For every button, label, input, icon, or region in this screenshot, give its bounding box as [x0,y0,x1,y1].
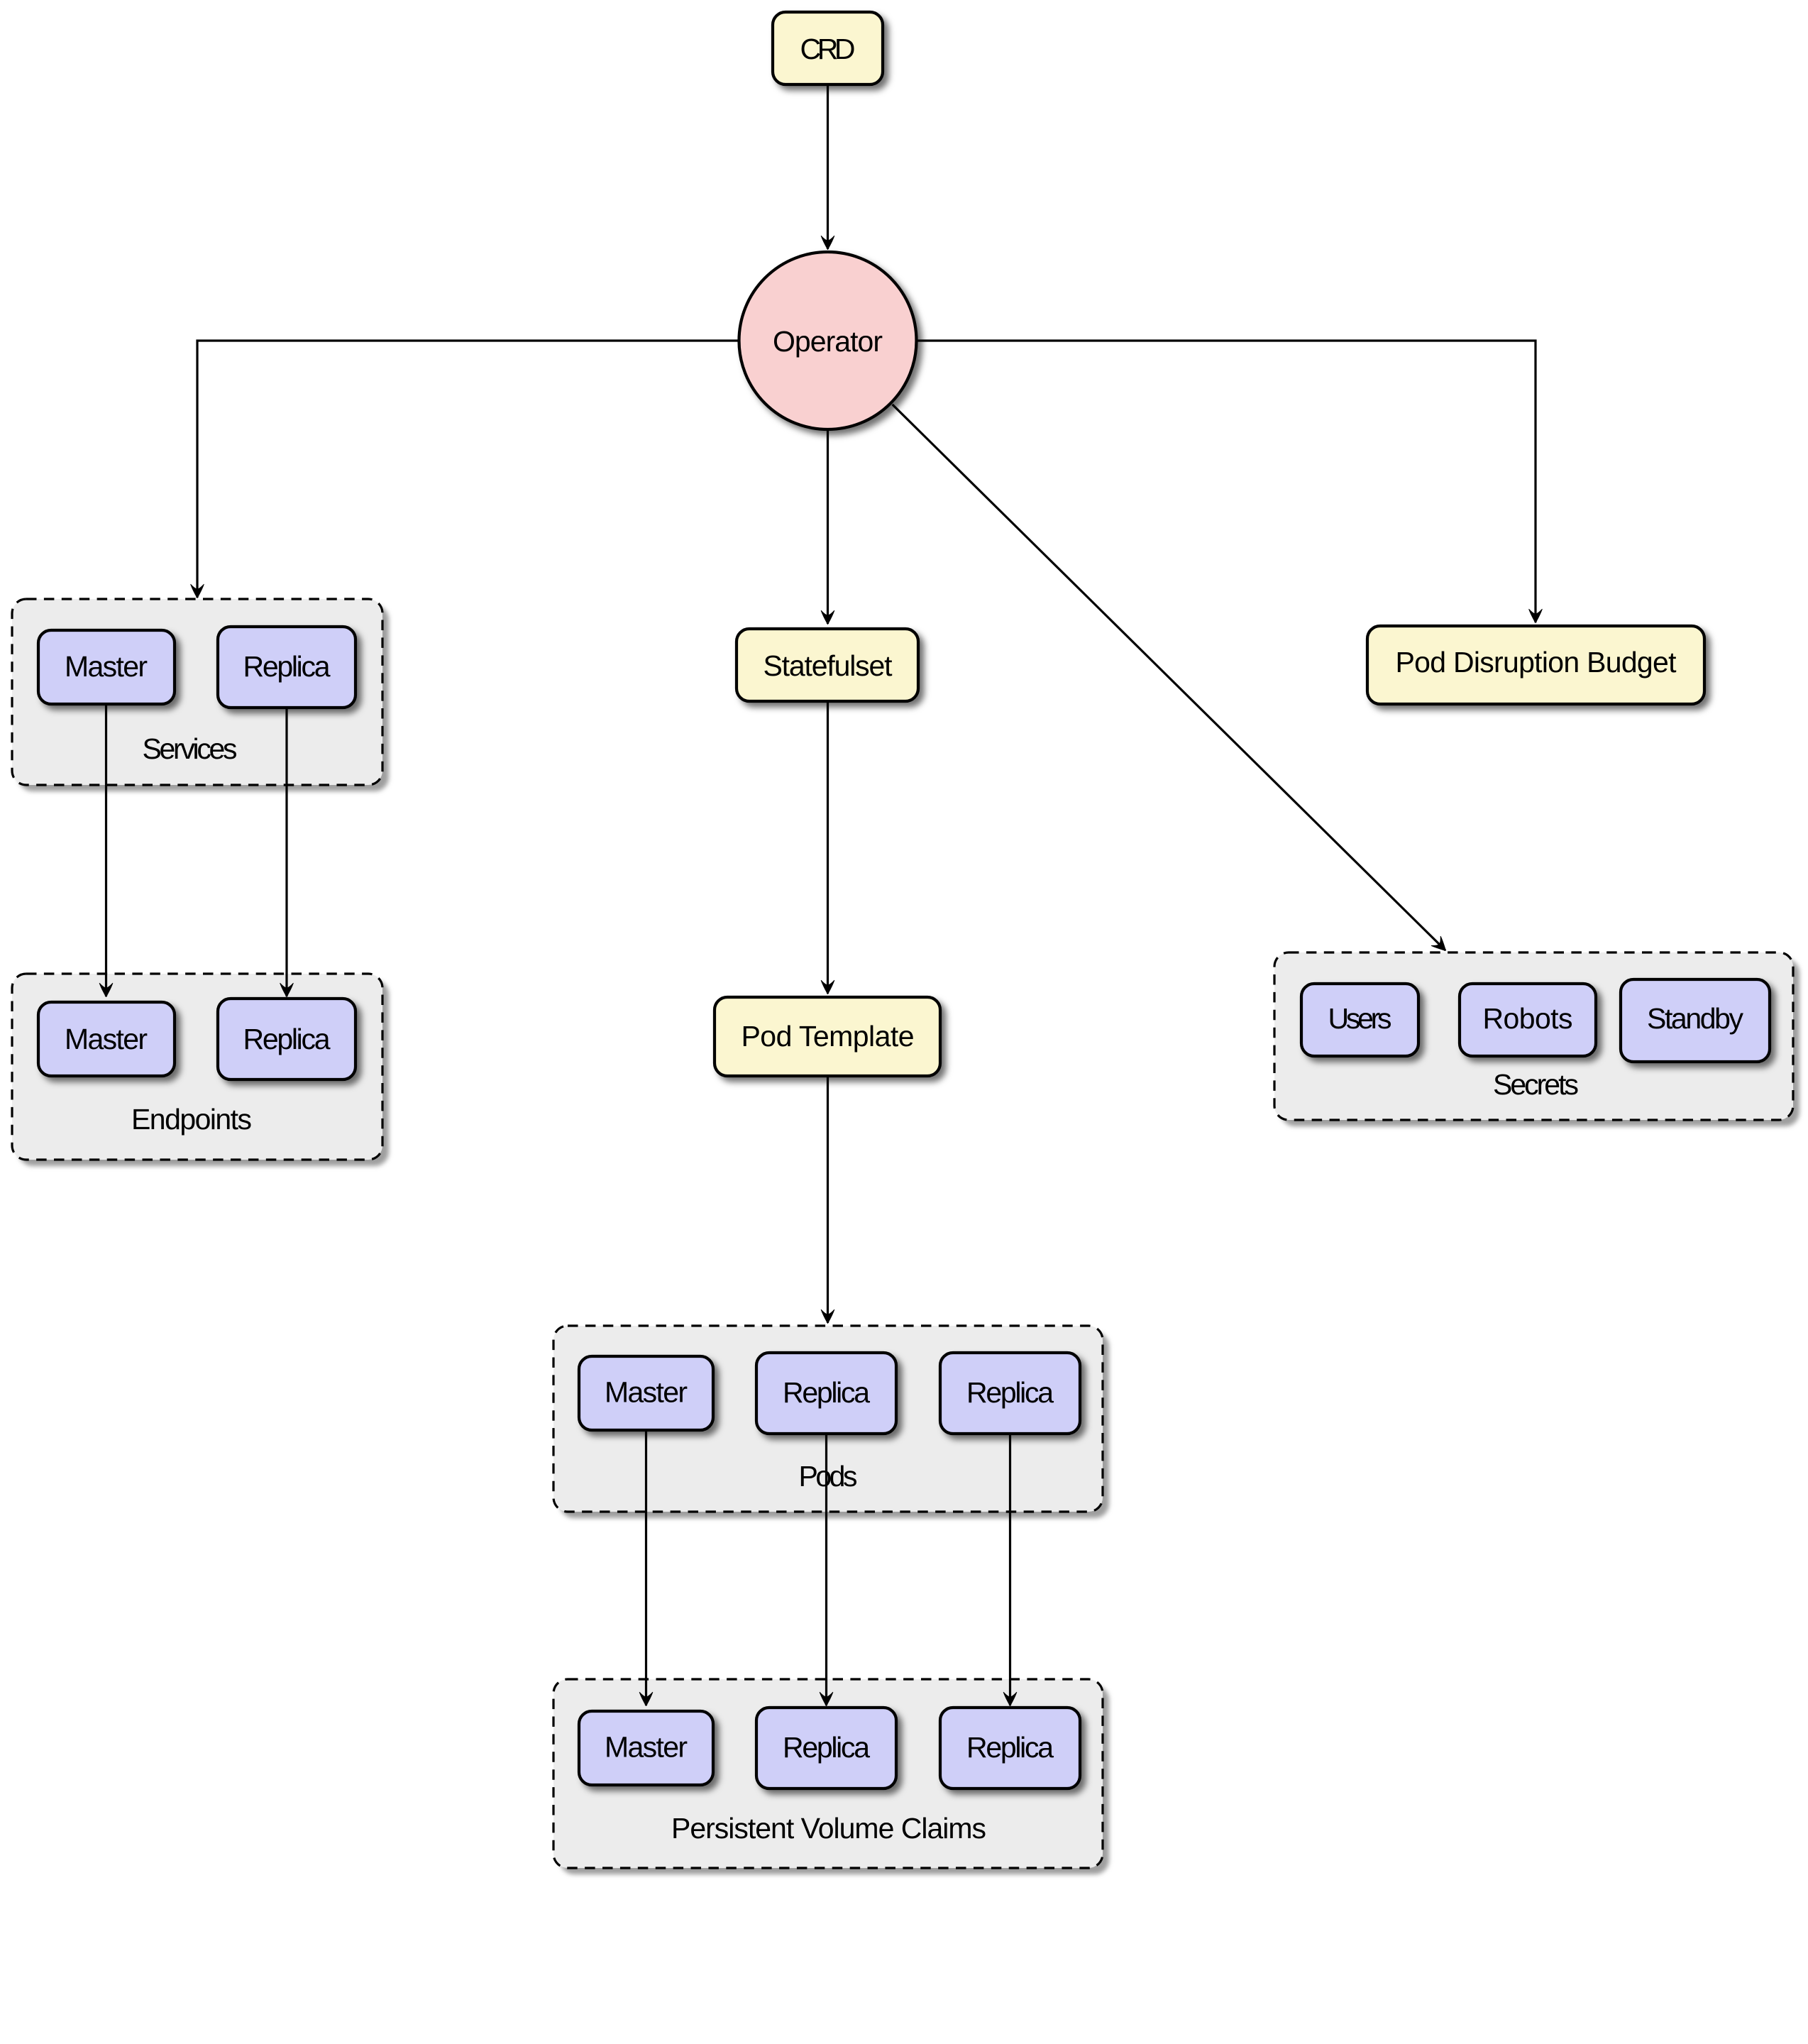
svg-text:Pod Disruption Budget: Pod Disruption Budget [1396,646,1677,678]
svg-text:Replica: Replica [966,1376,1054,1409]
svg-text:Services: Services [143,732,238,765]
svg-text:Master: Master [605,1731,688,1764]
svg-text:Robots: Robots [1483,1002,1573,1035]
svg-text:Replica: Replica [783,1731,870,1764]
svg-text:CRD: CRD [800,33,856,65]
svg-text:Replica: Replica [243,650,331,683]
svg-text:Secrets: Secrets [1493,1068,1579,1101]
svg-text:Master: Master [65,650,148,683]
svg-text:Pod Template: Pod Template [742,1020,915,1053]
svg-text:Replica: Replica [243,1023,331,1055]
svg-text:Pods: Pods [799,1460,858,1493]
svg-text:Operator: Operator [773,325,883,358]
svg-text:Standby: Standby [1647,1002,1744,1035]
svg-text:Persistent Volume Claims: Persistent Volume Claims [671,1812,986,1845]
svg-text:Users: Users [1328,1002,1392,1035]
svg-text:Master: Master [65,1023,148,1055]
svg-text:Replica: Replica [783,1376,870,1409]
svg-text:Endpoints: Endpoints [131,1103,252,1136]
svg-text:Statefulset: Statefulset [764,649,893,682]
svg-text:Master: Master [605,1376,688,1409]
svg-text:Replica: Replica [966,1731,1054,1764]
